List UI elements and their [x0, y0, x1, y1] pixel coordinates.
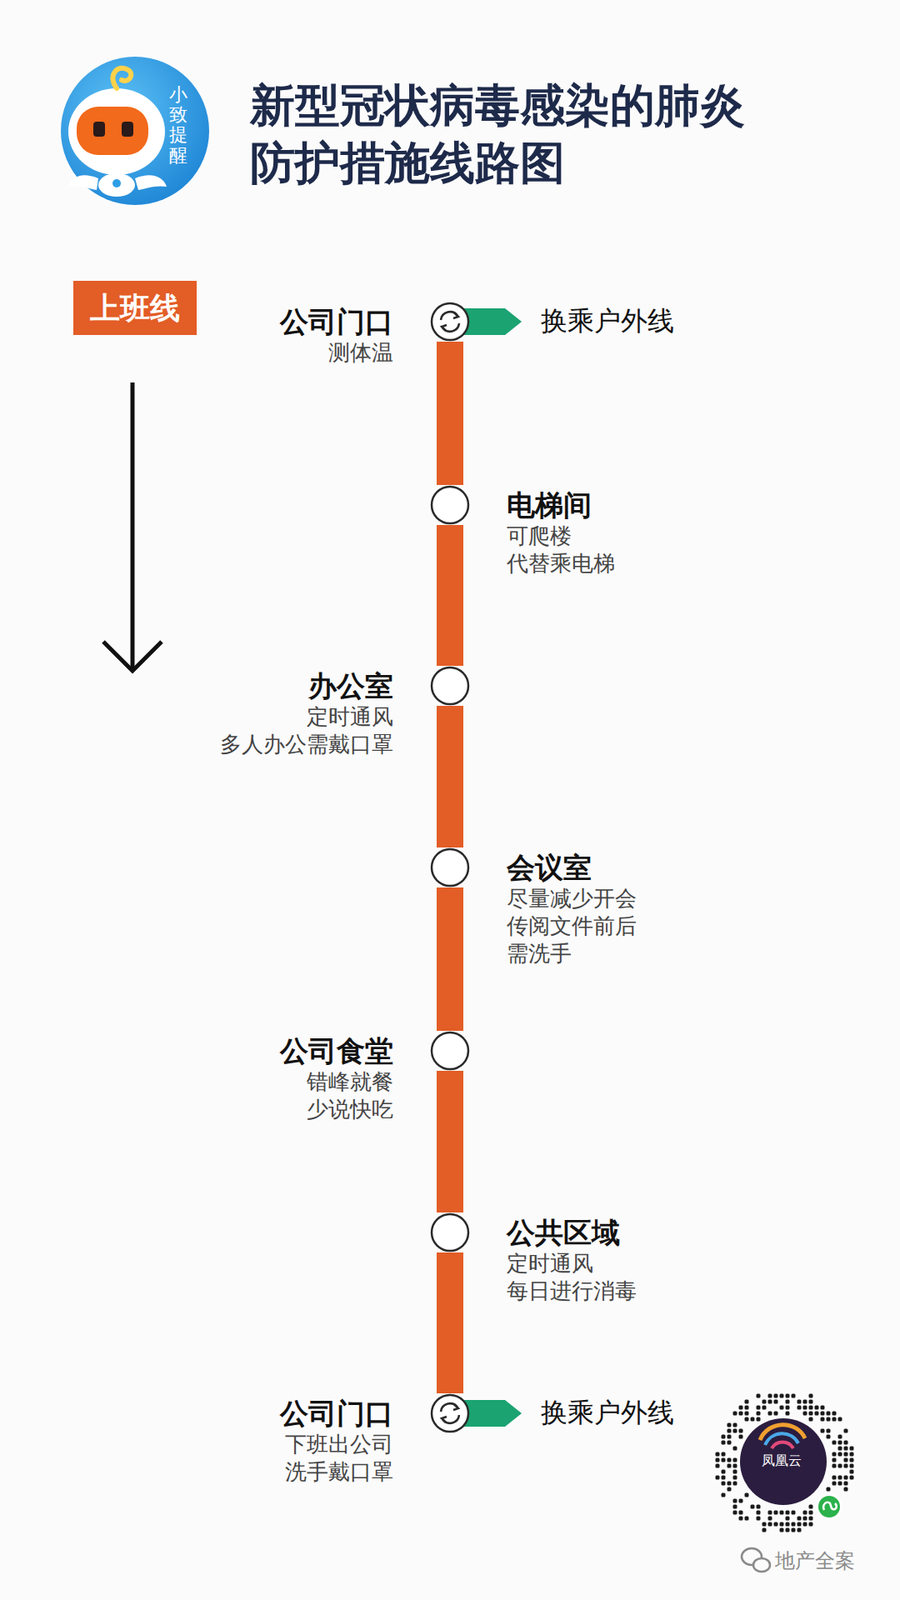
- diagram-title: 新型冠状病毒感染的肺炎 防护措施线路图: [250, 77, 745, 192]
- station-name: 办公室: [220, 669, 394, 704]
- route-line: [436, 341, 464, 485]
- station-text: 公共区域定时通风 每日进行消毒: [506, 1215, 637, 1305]
- station-text: 公司门口下班出公司 洗手戴口罩: [280, 1396, 394, 1486]
- station-note: 测体温: [328, 339, 394, 367]
- station-name: 电梯间: [506, 488, 615, 523]
- station: 公司门口测体温: [430, 301, 470, 342]
- route-line: [436, 705, 464, 848]
- station-note: 定时通风 多人办公需戴口罩: [220, 703, 394, 760]
- station-note: 尽量减少开会 传阅文件前后 需洗手: [506, 885, 637, 969]
- station-circle: [430, 1212, 470, 1253]
- logo-caption: 小致提醒: [169, 85, 188, 166]
- station-circle: [430, 665, 470, 706]
- station: 公司门口下班出公司 洗手戴口罩: [430, 1393, 470, 1434]
- station-circle: [430, 1030, 470, 1071]
- transfer-station: [430, 301, 470, 342]
- station-note: 下班出公司 洗手戴口罩: [285, 1430, 394, 1487]
- station-text: 办公室定时通风 多人办公需戴口罩: [220, 669, 394, 759]
- station-note: 可爬楼 代替乘电梯: [506, 522, 615, 579]
- station-name: 会议室: [506, 850, 637, 885]
- route-tag: 上班线: [73, 280, 197, 335]
- station-circle: [430, 485, 470, 525]
- route-line: [436, 1252, 464, 1394]
- transfer-flag: [463, 308, 522, 335]
- station: 电梯间可爬楼 代替乘电梯: [430, 485, 470, 525]
- station: 公司食堂错峰就餐 少说快吃: [430, 1030, 470, 1071]
- station: 会议室尽量减少开会 传阅文件前后 需洗手: [430, 847, 470, 888]
- station-note: 错峰就餐 少说快吃: [306, 1068, 394, 1125]
- station: 公共区域定时通风 每日进行消毒: [430, 1212, 470, 1253]
- station-text: 公司食堂错峰就餐 少说快吃: [280, 1034, 394, 1124]
- station-text: 电梯间可爬楼 代替乘电梯: [506, 488, 615, 578]
- station-circle: [430, 847, 470, 888]
- route-line: [436, 525, 464, 666]
- qr-code: [715, 1394, 855, 1533]
- transfer-station: [430, 1393, 470, 1434]
- qr-brand: 凤凰云: [761, 1453, 802, 1469]
- station-text: 公司门口测体温: [280, 305, 394, 367]
- station-name: 公司门口: [280, 1396, 394, 1431]
- transfer-label: 换乘户外线: [540, 1396, 675, 1429]
- route-line: [436, 1070, 464, 1213]
- station-note: 定时通风 每日进行消毒: [506, 1250, 637, 1306]
- transfer-flag: [463, 1400, 522, 1427]
- route-name: 上班线: [90, 290, 180, 326]
- logo-badge: 小致提醒: [60, 56, 210, 205]
- station-text: 会议室尽量减少开会 传阅文件前后 需洗手: [506, 850, 637, 969]
- station-name: 公司食堂: [280, 1034, 394, 1069]
- station-name: 公共区域: [506, 1215, 637, 1250]
- wechat-icon: [741, 1548, 770, 1572]
- watermark: 地产全案: [775, 1549, 855, 1574]
- station: 办公室定时通风 多人办公需戴口罩: [430, 665, 470, 706]
- route-line: [436, 887, 464, 1031]
- transfer-label: 换乘户外线: [540, 305, 675, 337]
- station-name: 公司门口: [280, 305, 394, 340]
- direction-arrow: [103, 382, 162, 671]
- logo-robot: [60, 56, 210, 205]
